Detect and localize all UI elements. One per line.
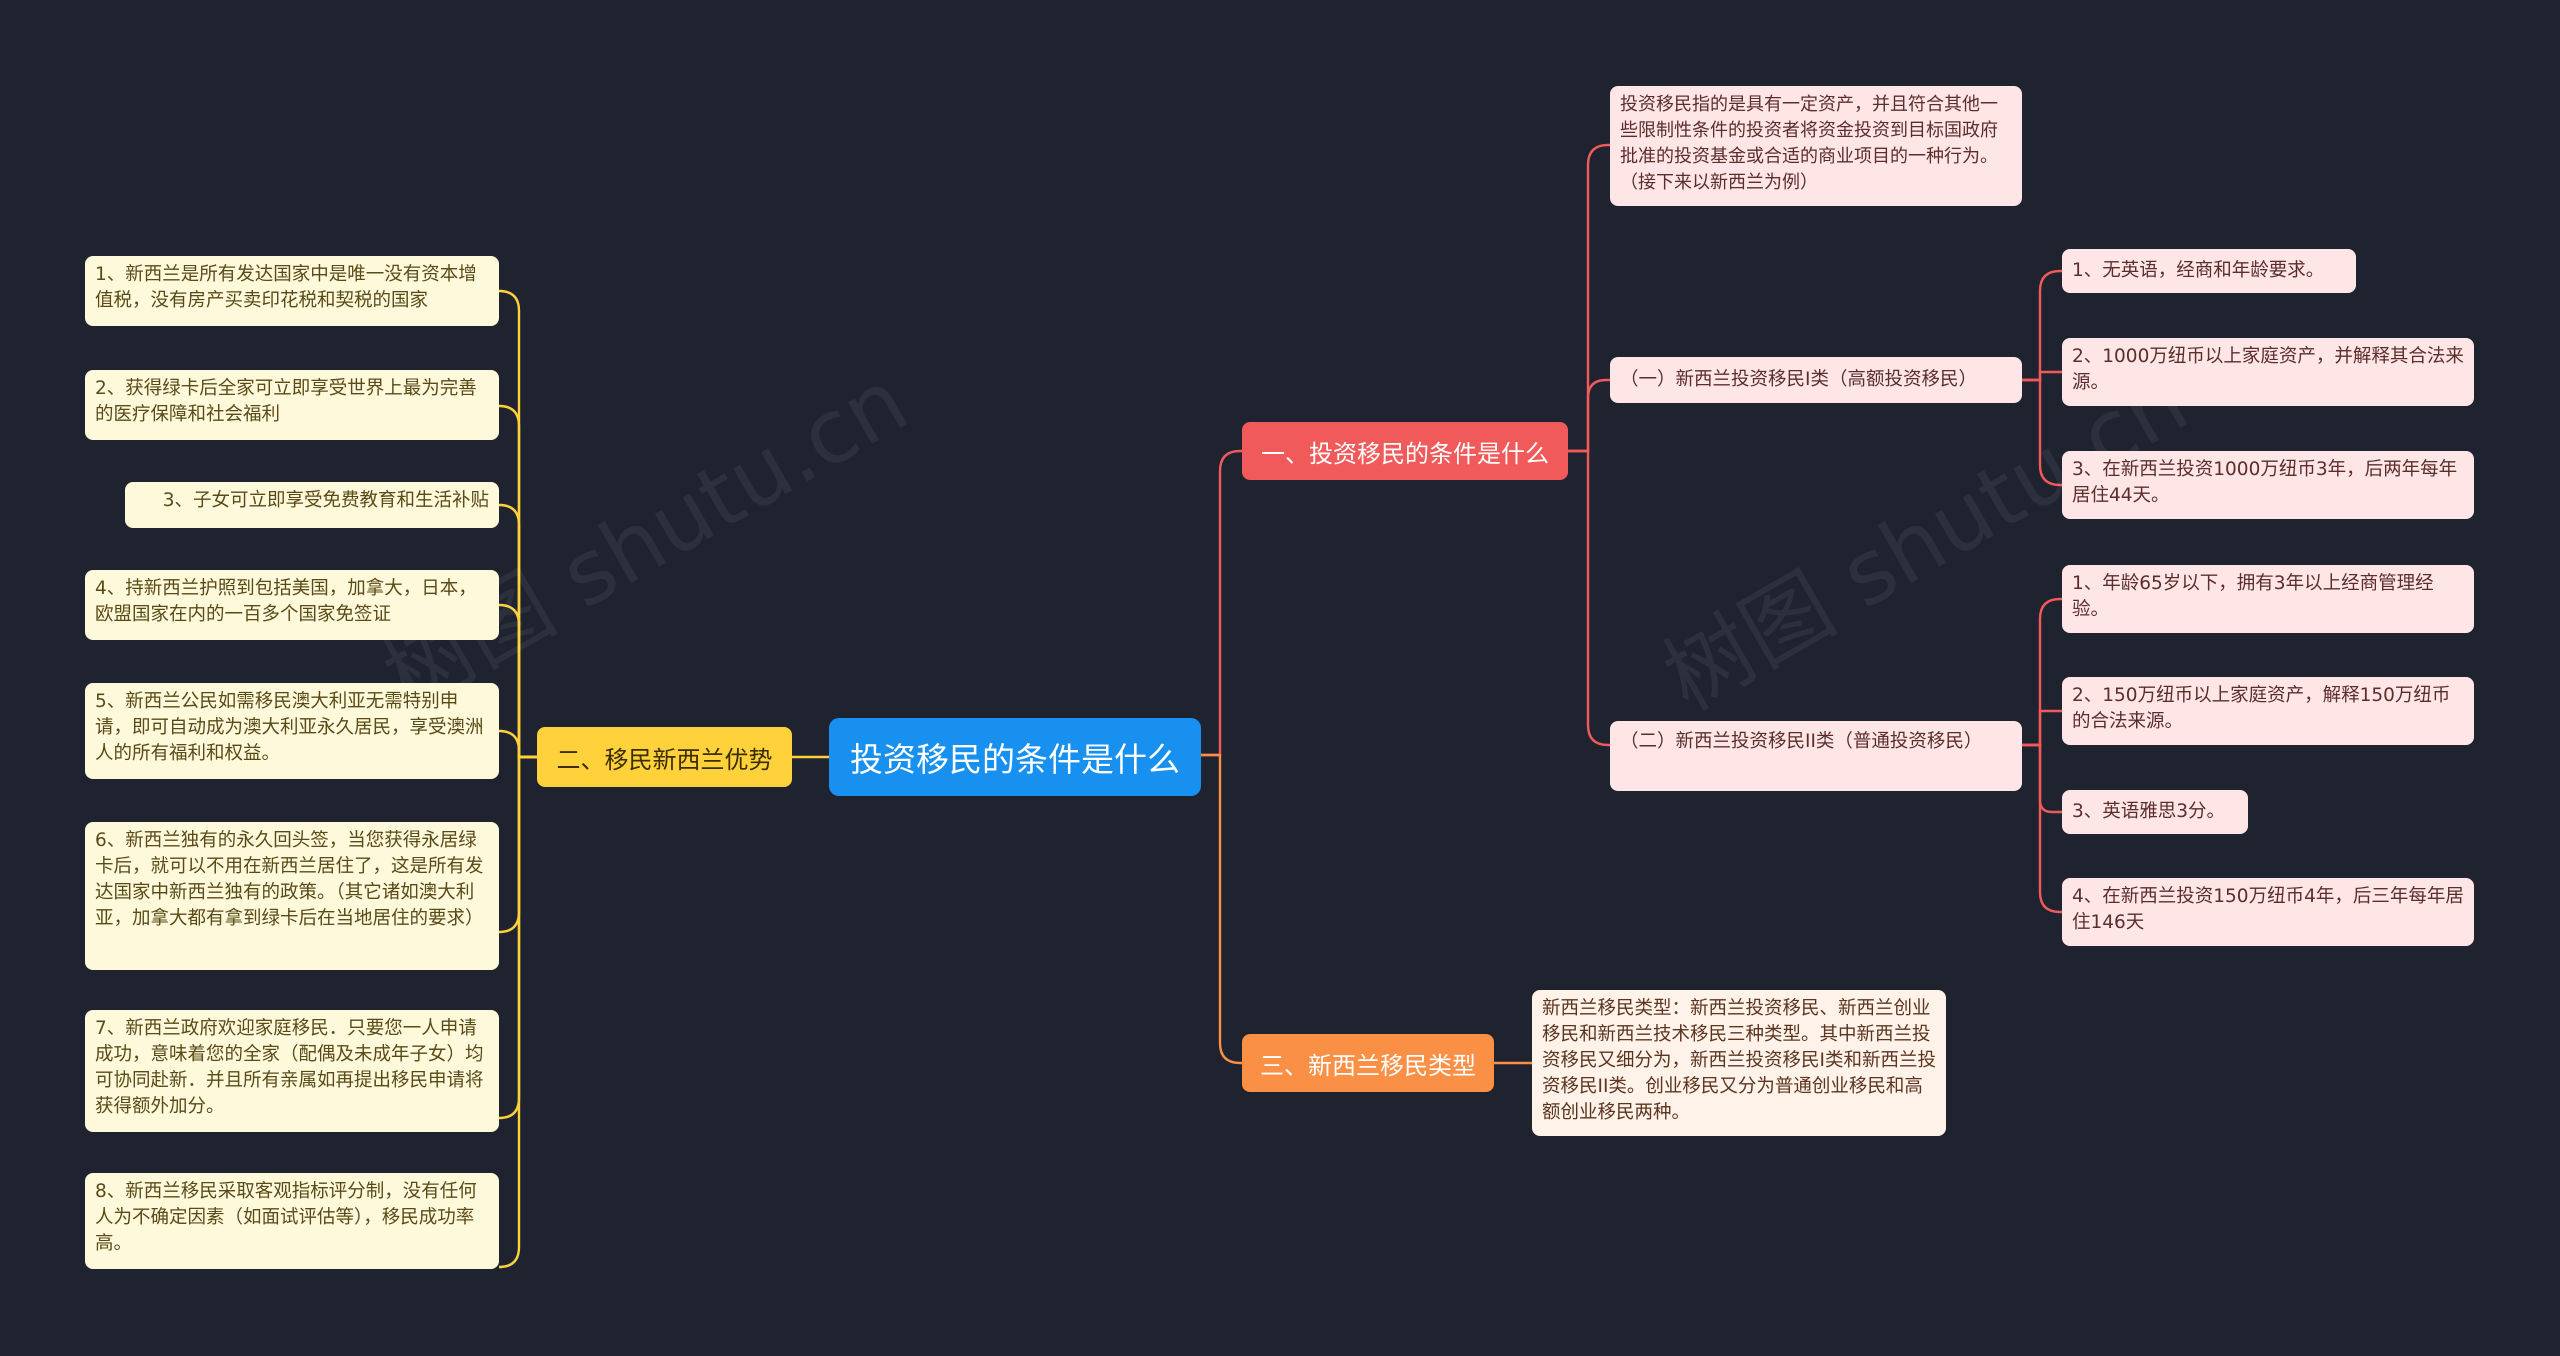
link-class1-item3 [2020, 378, 2064, 487]
branch-advantages[interactable]: 二、移民新西兰优势 [537, 727, 792, 787]
advantage-item-2[interactable]: 2、获得绿卡后全家可立即享受世界上最为完善的医疗保障和社会福利 [85, 370, 499, 440]
types-note[interactable]: 新西兰移民类型：新西兰投资移民、新西兰创业移民和新西兰技术移民三种类型。其中新西… [1532, 990, 1946, 1136]
link-b2-item4 [498, 603, 539, 759]
link-b2-item1 [498, 289, 539, 759]
advantage-item-8[interactable]: 8、新西兰移民采取客观指标评分制，没有任何人为不确定因素（如面试评估等），移民成… [85, 1173, 499, 1269]
branch-types[interactable]: 三、新西兰移民类型 [1242, 1034, 1494, 1092]
class1-topic[interactable]: （一）新西兰投资移民Ⅰ类（高额投资移民） [1610, 357, 2022, 403]
link-b1-class1 [1566, 378, 1612, 453]
class2-item-3[interactable]: 3、英语雅思3分。 [2062, 790, 2248, 834]
link-b1-class2 [1566, 449, 1612, 747]
link-b1-intro [1566, 143, 1612, 453]
branch-conditions[interactable]: 一、投资移民的条件是什么 [1242, 422, 1568, 480]
class2-item-2[interactable]: 2、150万纽币以上家庭资产，解释150万纽币的合法来源。 [2062, 677, 2474, 745]
advantage-item-6[interactable]: 6、新西兰独有的永久回头签，当您获得永居绿卡后，就可以不用在新西兰居住了，这是所… [85, 822, 499, 970]
link-b2-item2 [498, 404, 539, 759]
advantage-item-4[interactable]: 4、持新西兰护照到包括美国，加拿大，日本，欧盟国家在内的一百多个国家免签证 [85, 570, 499, 640]
link-b2-item8 [498, 755, 539, 1269]
link-class2-item2 [2020, 709, 2064, 747]
class1-item-2[interactable]: 2、1000万纽币以上家庭资产，并解释其合法来源。 [2062, 338, 2474, 406]
link-class1-item1 [2020, 269, 2064, 382]
advantage-item-7[interactable]: 7、新西兰政府欢迎家庭移民．只要您一人申请成功，意味着您的全家（配偶及未成年子女… [85, 1010, 499, 1132]
advantage-item-5[interactable]: 5、新西兰公民如需移民澳大利亚无需特别申请，即可自动成为澳大利亚永久居民，享受澳… [85, 683, 499, 779]
advantage-item-3[interactable]: 3、子女可立即享受免费教育和生活补贴 [125, 482, 499, 528]
link-class2-item4 [2020, 743, 2064, 914]
class2-item-1[interactable]: 1、年龄65岁以下，拥有3年以上经商管理经验。 [2062, 565, 2474, 633]
advantage-item-1[interactable]: 1、新西兰是所有发达国家中是唯一没有资本增值税，没有房产买卖印花税和契税的国家 [85, 256, 499, 326]
class2-item-4[interactable]: 4、在新西兰投资150万纽币4年，后三年每年居住146天 [2062, 878, 2474, 946]
link-b2-item5 [498, 729, 539, 759]
link-class1-item2 [2020, 370, 2064, 382]
class2-topic[interactable]: （二）新西兰投资移民ⅠⅠ类（普通投资移民） [1610, 721, 2022, 791]
link-root-b3 [1199, 753, 1244, 1065]
link-root-b1 [1199, 449, 1244, 757]
class1-item-1[interactable]: 1、无英语，经商和年龄要求。 [2062, 249, 2356, 293]
class1-item-3[interactable]: 3、在新西兰投资1000万纽币3年，后两年每年居住44天。 [2062, 451, 2474, 519]
link-b2-item3 [498, 503, 539, 759]
root-topic[interactable]: 投资移民的条件是什么 [829, 718, 1201, 796]
intro-note[interactable]: 投资移民指的是具有一定资产，并且符合其他一些限制性条件的投资者将资金投资到目标国… [1610, 86, 2022, 206]
link-class2-item3 [2020, 743, 2064, 814]
link-class2-item1 [2020, 597, 2064, 747]
